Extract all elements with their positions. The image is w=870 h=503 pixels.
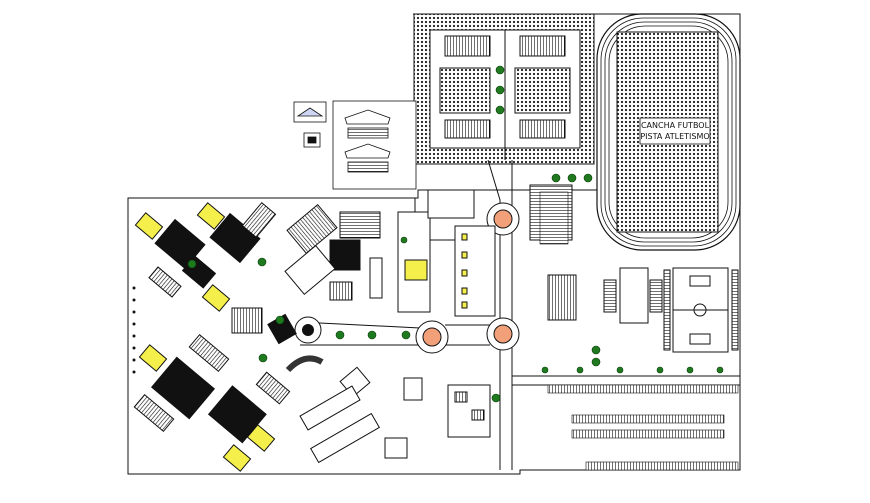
elevation-insets	[293, 100, 417, 190]
football-field-track: CANCHA FUTBOL PISTA ATLETISMO	[596, 13, 741, 251]
north-plaza-block	[413, 13, 595, 165]
tree-markers	[187, 65, 724, 403]
parking-area	[539, 191, 739, 471]
administration-block	[397, 189, 496, 317]
classroom-cluster-southwest	[133, 333, 291, 472]
perimeter-dots	[132, 286, 136, 374]
classroom-cluster-northwest	[134, 202, 277, 312]
field-label-line2: PISTA ATLETISMO	[640, 132, 709, 141]
central-buildings	[231, 203, 383, 373]
field-label-line1: CANCHA FUTBOL	[641, 121, 710, 130]
roundabouts	[294, 202, 520, 354]
south-buildings	[299, 366, 491, 464]
